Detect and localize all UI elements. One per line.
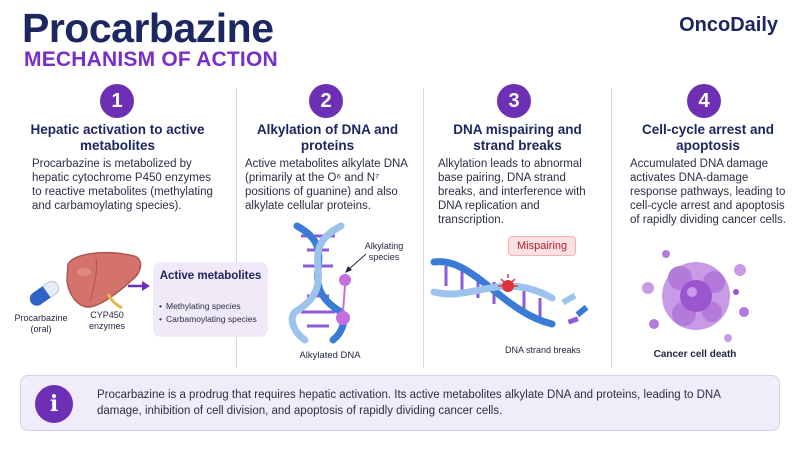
- step-title: Cell-cycle arrest and apoptosis: [641, 122, 775, 153]
- column-divider: [423, 88, 424, 368]
- mispairing-badge: Mispairing: [508, 236, 577, 256]
- cell-death-label: Cancer cell death: [653, 349, 737, 360]
- step-number-badge: 3: [497, 84, 531, 118]
- step-description: Active metabolites alkylate DNA (primari…: [245, 158, 408, 212]
- list-item: Carbamoylating species: [159, 313, 257, 326]
- dna-helix-icon: [288, 222, 351, 344]
- summary-banner: i Procarbazine is a prodrug that require…: [20, 375, 780, 431]
- step-description: Accumulated DNA damage activates DNA-dam…: [630, 158, 786, 226]
- broken-dna-icon: [430, 258, 589, 328]
- dying-cell-icon: [642, 250, 749, 342]
- step-title: Hepatic activation to active metabolites: [30, 122, 205, 153]
- step-description: Procarbazine is metabolized by hepatic c…: [32, 158, 213, 212]
- liver-icon: [66, 251, 142, 310]
- step-title: DNA mispairing and strand breaks: [453, 122, 582, 153]
- capsule-icon: [29, 280, 60, 306]
- column-divider: [236, 88, 237, 368]
- step-number-badge: 4: [687, 84, 721, 118]
- alkylated-dna-label: Alkylated DNA: [299, 350, 361, 361]
- step-title: Alkylation of DNA and proteins: [256, 122, 399, 153]
- page-title: Procarbazine: [22, 5, 274, 51]
- drug-label: Procarbazine (oral): [14, 313, 68, 334]
- page-subtitle: MECHANISM OF ACTION: [24, 48, 278, 71]
- enzyme-label: CYP450 enzymes: [88, 310, 125, 331]
- list-item: Methylating species: [159, 300, 257, 313]
- summary-text: Procarbazine is a prodrug that requires …: [97, 389, 721, 417]
- strand-breaks-label: DNA strand breaks: [505, 345, 581, 355]
- active-metabolites-box: Active metabolites Methylating species C…: [153, 262, 268, 337]
- arrow-right-icon: [128, 281, 150, 291]
- brand-logo: OncoDaily: [679, 14, 778, 36]
- info-icon: i: [35, 385, 73, 423]
- step-number-badge: 1: [100, 84, 134, 118]
- step-description: Alkylation leads to abnormal base pairin…: [438, 158, 586, 226]
- step-number-badge: 2: [309, 84, 343, 118]
- metabolites-list: Methylating species Carbamoylating speci…: [159, 300, 257, 326]
- metabolites-title: Active metabolites: [159, 270, 262, 282]
- column-divider: [611, 88, 612, 368]
- pointer-arrow-icon: [345, 253, 367, 273]
- alkylating-species-label: Alkylating species: [364, 241, 404, 262]
